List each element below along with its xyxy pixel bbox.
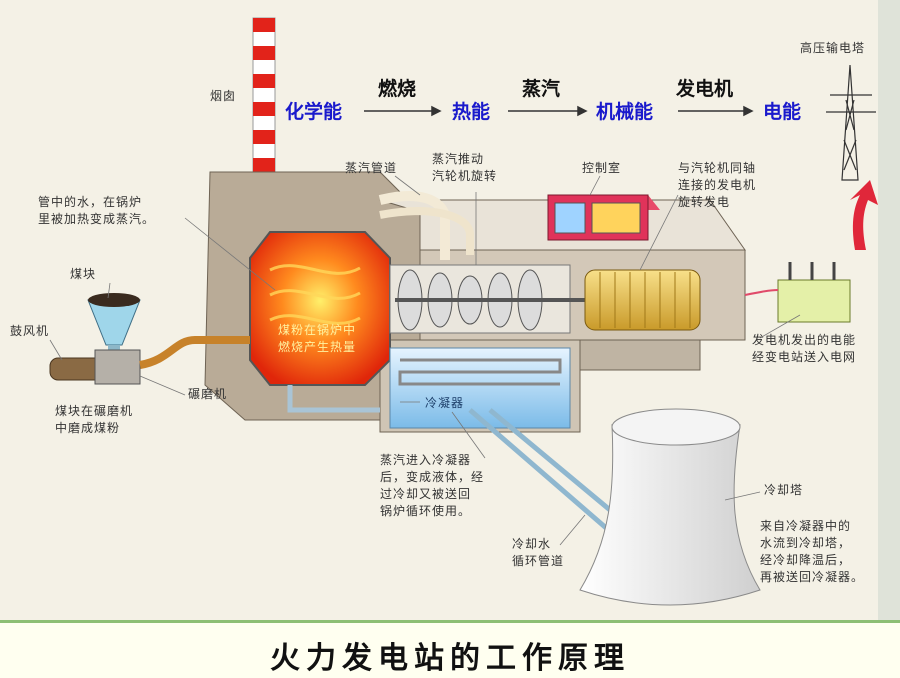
substation: [744, 262, 851, 323]
flow-arrows: [364, 105, 754, 117]
control-room: [547, 194, 660, 241]
label-cooling-tower: 冷却塔: [764, 483, 804, 497]
transmission-tower: [826, 64, 876, 181]
label-condenser-desc: 蒸汽进入冷凝器 后，变成液体，经 过冷却又被送回 锅炉循环使用。: [380, 453, 485, 518]
label-grid: 发电机发出的电能 经变电站送入电网: [752, 333, 857, 364]
footer-bar: 火力发电站的工作原理: [0, 620, 900, 678]
page-edge-strip: [878, 0, 900, 620]
flow-generator: 发电机: [676, 78, 734, 100]
flow-heat-energy: 热能: [452, 101, 491, 123]
label-coal-ground: 煤块在碾磨机 中磨成煤粉: [55, 404, 134, 435]
coal-feed: [49, 293, 250, 385]
label-control-room: 控制室: [582, 161, 622, 175]
plant-illustration: [49, 17, 878, 606]
label-blower: 鼓风机: [10, 324, 50, 338]
label-pipe-water: 管中的水，在锅炉 里被加热变成蒸汽。: [38, 195, 156, 226]
flow-mechanical-energy: 机械能: [596, 101, 654, 123]
cooling-tower: [579, 408, 761, 606]
label-grinder: 碾磨机: [188, 387, 228, 401]
label-cooling-pipe: 冷却水 循环管道: [512, 537, 565, 568]
label-tower: 高压输电塔: [800, 41, 866, 55]
flow-steam: 蒸汽: [522, 78, 561, 100]
label-chimney: 烟囱: [210, 89, 237, 103]
page-title: 火力发电站的工作原理: [270, 641, 630, 676]
power-plant-diagram: 化学能 燃烧 热能 蒸汽 机械能 发电机 电能 烟囱 管中的水，在锅炉 里被加热…: [10, 0, 900, 620]
label-steam-pipe: 蒸汽管道: [345, 161, 398, 175]
label-cooling-desc: 来自冷凝器中的 水流到冷却塔， 经冷却降温后， 再被送回冷凝器。: [760, 519, 865, 584]
condenser: [389, 347, 571, 429]
flow-combustion: 燃烧: [378, 78, 417, 100]
boiler-fire: [249, 231, 391, 386]
label-generator-desc: 与汽轮机同轴 连接的发电机 旋转发电: [678, 161, 757, 209]
flow-electric-energy: 电能: [763, 101, 802, 123]
label-boiler-fire: 煤粉在锅炉中 燃烧产生热量: [278, 323, 357, 354]
label-steam-turbine: 蒸汽推动 汽轮机旋转: [432, 152, 498, 183]
turbine: [389, 264, 600, 334]
chimney: [252, 17, 276, 179]
power-to-tower-arrow: [850, 180, 878, 250]
label-coal: 煤块: [70, 267, 97, 281]
label-condenser: 冷凝器: [425, 396, 465, 410]
flow-chemical-energy: 化学能: [285, 101, 343, 123]
generator: [584, 269, 701, 331]
